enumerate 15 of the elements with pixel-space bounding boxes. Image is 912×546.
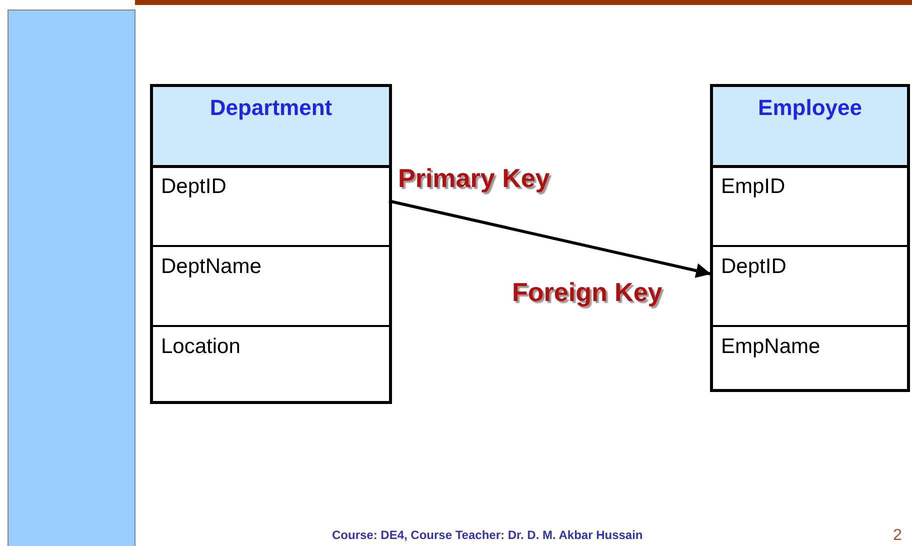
key-label: Primary Key <box>398 163 550 194</box>
field-cell: DeptID <box>153 165 389 245</box>
table-box <box>710 84 910 392</box>
field-cell: DeptName <box>153 245 389 325</box>
field-cell: EmpID <box>713 165 907 245</box>
table-box <box>150 84 392 404</box>
field-cell: Location <box>153 325 389 404</box>
key-label: Foreign Key <box>512 277 662 308</box>
field-cell: DeptID <box>713 245 907 325</box>
table-title: Employee <box>757 95 863 121</box>
arrow <box>388 200 712 278</box>
footer-text: Course: DE4, Course Teacher: Dr. D. M. Akbar Hussain <box>332 528 643 542</box>
page-number: 2 <box>893 527 902 545</box>
field-cell: EmpName <box>713 325 907 391</box>
table-title: Department <box>208 95 334 121</box>
